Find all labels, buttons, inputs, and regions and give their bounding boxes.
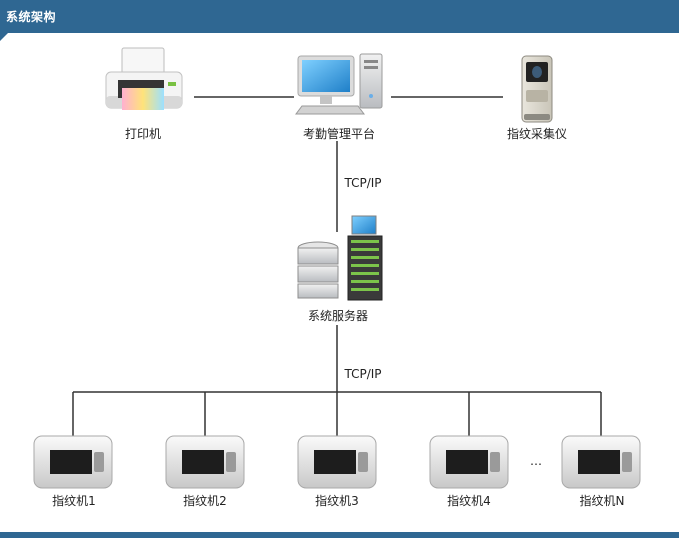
storage-stack <box>297 241 339 299</box>
terminals-ellipsis: … <box>530 454 542 468</box>
terminal-label-2: 指纹机2 <box>183 494 227 508</box>
fingerprint-terminal-icon <box>429 435 509 489</box>
fingerprint-terminal-icon <box>165 435 245 489</box>
connection-lines <box>72 96 602 436</box>
header-title: 系统架构 <box>6 10 57 24</box>
terminal-label-3: 指纹机3 <box>315 494 359 508</box>
printer-label: 打印机 <box>124 127 162 141</box>
protocol-label-upper: TCP/IP <box>344 176 382 190</box>
printer-icon <box>105 47 183 110</box>
collector-label: 指纹采集仪 <box>506 127 568 141</box>
server-icon <box>297 215 383 301</box>
fingerprint-scanner-icon <box>521 55 553 123</box>
fingerprint-terminal-icon <box>297 435 377 489</box>
protocol-label-lower: TCP/IP <box>344 367 382 381</box>
terminal-label-1: 指纹机1 <box>52 494 96 508</box>
fingerprint-terminal-icon <box>33 435 113 489</box>
footer-bar <box>0 532 679 538</box>
fingerprint-terminal-icon <box>561 435 641 489</box>
header-notch <box>0 33 8 41</box>
terminal-label-n: 指纹机N <box>579 494 625 508</box>
rack-unit <box>347 215 383 301</box>
header-bar: 系统架构 <box>0 0 679 33</box>
computer-icon <box>295 53 383 115</box>
server-label: 系统服务器 <box>307 309 369 323</box>
platform-label: 考勤管理平台 <box>302 127 376 141</box>
terminal-label-4: 指纹机4 <box>447 494 491 508</box>
